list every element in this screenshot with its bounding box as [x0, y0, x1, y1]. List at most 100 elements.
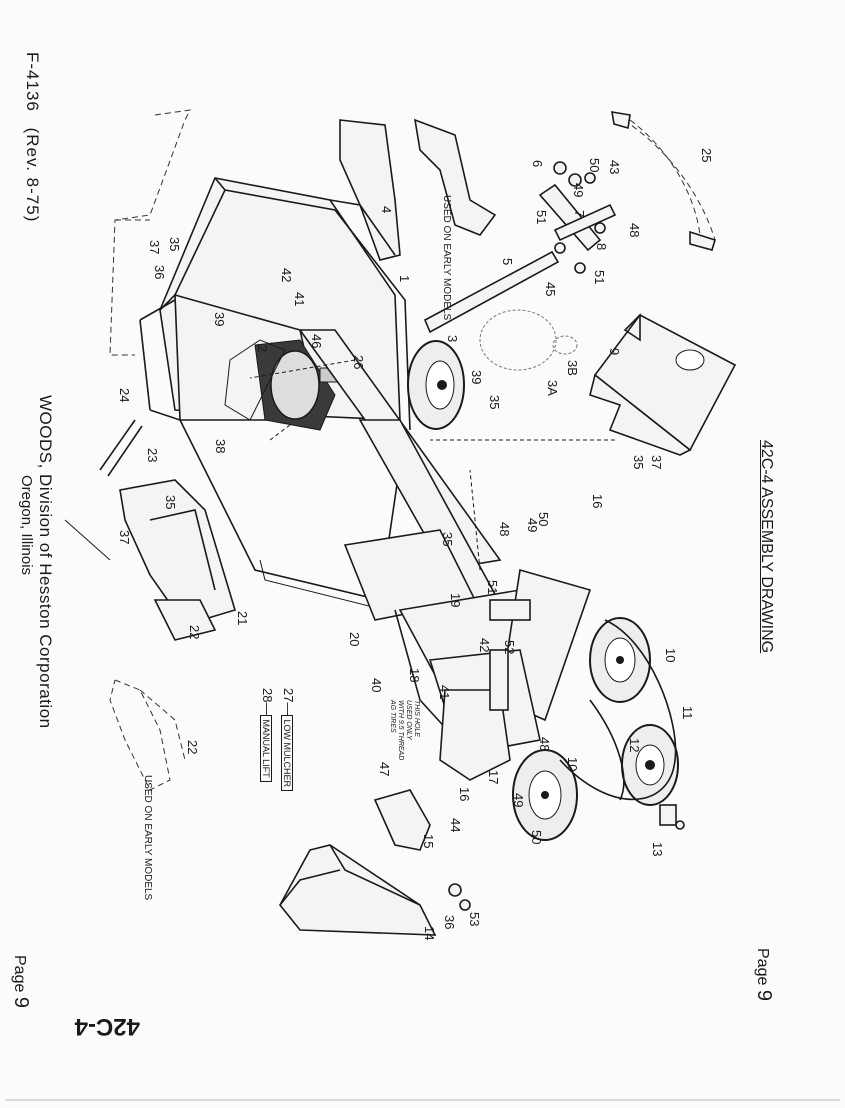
- svg-text:50: 50: [529, 830, 544, 844]
- svg-text:37: 37: [649, 455, 664, 469]
- bracket-15: [373, 789, 431, 851]
- pulley-12: [621, 724, 679, 806]
- arm-23-24: [64, 419, 143, 561]
- svg-text:49: 49: [525, 518, 540, 532]
- page-label-left: Page: [11, 955, 28, 993]
- svg-text:10: 10: [565, 757, 580, 771]
- svg-text:38: 38: [213, 439, 228, 453]
- option-28-label: MANUAL LIFT: [260, 715, 272, 782]
- svg-text:35: 35: [167, 237, 182, 251]
- svg-text:39: 39: [212, 312, 227, 326]
- page-title: 42C-4 ASSEMBLY DRAWING: [758, 440, 775, 654]
- svg-text:36: 36: [442, 915, 457, 929]
- svg-text:35: 35: [440, 532, 455, 546]
- svg-text:47: 47: [377, 762, 392, 776]
- svg-text:22: 22: [185, 740, 200, 754]
- hinge-hardware-6-7-8: [538, 161, 617, 274]
- form-number-text: F-4136: [23, 52, 42, 112]
- svg-text:51: 51: [485, 580, 500, 594]
- page-label-right: Page: [754, 948, 771, 986]
- svg-text:43: 43: [607, 160, 622, 174]
- svg-text:41: 41: [292, 292, 307, 306]
- dashed-deck-outline: [109, 109, 191, 356]
- page-number-left: Page 9: [9, 955, 32, 1008]
- model-code: 42C-4: [74, 1013, 140, 1040]
- svg-text:6: 6: [530, 160, 545, 167]
- svg-text:7: 7: [572, 210, 587, 217]
- svg-text:51: 51: [592, 270, 607, 284]
- hole-note-line-1: THIS HOLE: [413, 700, 420, 737]
- svg-text:3B: 3B: [565, 360, 580, 376]
- svg-text:25: 25: [699, 148, 714, 162]
- frame-14: [279, 844, 471, 936]
- option-27-number: 27: [281, 688, 296, 703]
- svg-text:16: 16: [457, 787, 472, 801]
- svg-text:39: 39: [469, 370, 484, 384]
- side-plate-17: [439, 599, 531, 781]
- pulley-3: [407, 309, 578, 430]
- svg-text:19: 19: [448, 593, 463, 607]
- svg-text:51: 51: [534, 210, 549, 224]
- svg-text:26: 26: [351, 355, 366, 369]
- early-model-bracket-top: [413, 118, 497, 236]
- svg-text:18: 18: [407, 668, 422, 682]
- svg-text:9: 9: [607, 348, 622, 355]
- svg-text:48: 48: [497, 522, 512, 536]
- part-4-bracket: [329, 119, 401, 261]
- svg-text:52: 52: [502, 640, 517, 654]
- option-28-number: 28: [260, 688, 275, 703]
- hole-note: THIS HOLE USED ONLY WITH 9.5 THREAD AG T…: [388, 700, 420, 760]
- svg-text:8: 8: [594, 243, 609, 250]
- svg-text:10: 10: [663, 648, 678, 662]
- svg-text:3A: 3A: [545, 380, 560, 396]
- svg-text:13: 13: [650, 842, 665, 856]
- svg-text:20: 20: [347, 632, 362, 646]
- early-models-note-bottom: USED ON EARLY MODELS: [142, 775, 153, 901]
- belt-shield-9: [589, 313, 737, 456]
- hole-note-line-3: WITH 9.5 THREAD: [397, 700, 404, 761]
- company-line-2: Oregon, Illinois: [18, 475, 35, 576]
- svg-text:35: 35: [487, 395, 502, 409]
- fitting-13: [659, 804, 685, 830]
- svg-text:50: 50: [536, 512, 551, 526]
- revision-text: (Rev. 8-75): [23, 127, 42, 223]
- svg-text:42: 42: [279, 268, 294, 282]
- company-line-1: WOODS, Division of Hesston Corporation: [36, 395, 55, 729]
- svg-text:3: 3: [445, 335, 460, 342]
- early-model-bracket-bottom: [109, 679, 186, 791]
- svg-text:49: 49: [571, 183, 586, 197]
- pulley-10-lower: [512, 749, 578, 841]
- svg-text:24: 24: [117, 388, 132, 402]
- svg-text:22: 22: [187, 625, 202, 639]
- form-number: F-4136 (Rev. 8-75): [22, 52, 42, 222]
- svg-text:17: 17: [486, 770, 501, 784]
- leader-lines: [249, 359, 615, 571]
- svg-text:37: 37: [147, 240, 162, 254]
- page-number-left-value: 9: [10, 996, 32, 1008]
- svg-text:42: 42: [477, 638, 492, 652]
- pulley-10-upper: [589, 617, 651, 703]
- svg-text:23: 23: [145, 448, 160, 462]
- hole-note-line-2: USED ONLY: [405, 700, 412, 740]
- svg-text:49: 49: [511, 793, 526, 807]
- svg-text:4: 4: [379, 206, 394, 213]
- skid-21-22: [119, 479, 236, 641]
- svg-text:11: 11: [680, 706, 695, 720]
- svg-text:53: 53: [467, 912, 482, 926]
- svg-text:1: 1: [397, 275, 412, 282]
- svg-text:41: 41: [437, 685, 452, 699]
- svg-text:12: 12: [627, 738, 642, 752]
- dashed-shield-25: [611, 111, 716, 251]
- svg-text:50: 50: [587, 158, 602, 172]
- svg-text:16: 16: [590, 494, 605, 508]
- part-callout-numbers: 1 2 3 3A 3B 4 5 6 7 8 9 10 10 11 12 13 1…: [117, 148, 714, 940]
- svg-text:35: 35: [631, 455, 646, 469]
- svg-text:21: 21: [235, 611, 250, 625]
- svg-text:44: 44: [448, 818, 463, 832]
- bar-part-5: [423, 250, 560, 334]
- svg-text:14: 14: [422, 926, 437, 940]
- page-number-right-value: 9: [753, 989, 775, 1001]
- svg-text:48: 48: [627, 223, 642, 237]
- option-low-mulcher: 27—LOW MULCHER: [281, 688, 296, 791]
